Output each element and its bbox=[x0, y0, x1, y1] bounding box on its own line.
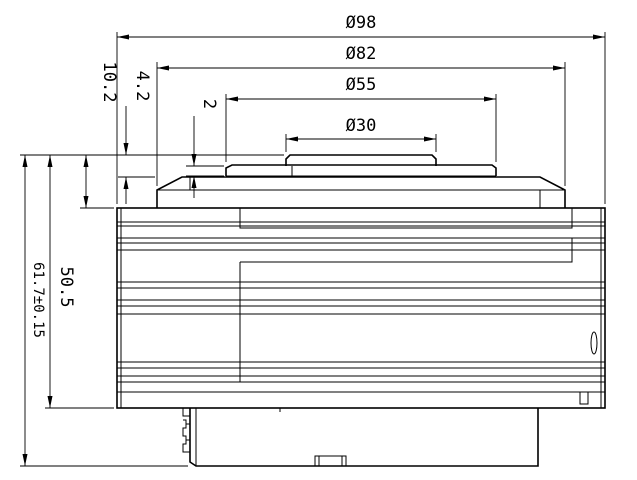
dimension-lines bbox=[22, 34, 605, 466]
dim-h2-label: 2 bbox=[199, 99, 219, 109]
dim-h61-7-label: 61.7±0.15 bbox=[30, 262, 46, 338]
extension-lines bbox=[20, 32, 606, 467]
dim-d55-label: Ø55 bbox=[346, 75, 377, 95]
dim-h50-5-label: 50.5 bbox=[56, 267, 76, 308]
lens-body-outline bbox=[116, 154, 606, 467]
dim-h10-2-label: 10.2 bbox=[99, 62, 119, 103]
dim-d98-label: Ø98 bbox=[346, 13, 377, 33]
dim-h4-2-label: 4.2 bbox=[132, 71, 152, 102]
dim-d30-label: Ø30 bbox=[346, 116, 377, 136]
dim-d82-label: Ø82 bbox=[346, 44, 377, 64]
